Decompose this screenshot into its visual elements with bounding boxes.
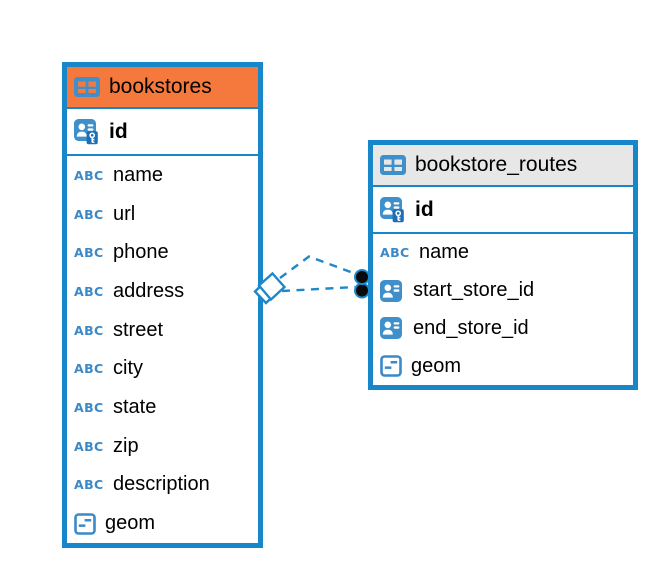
column-row-id[interactable]: id — [373, 187, 633, 232]
dot-marker-top[interactable] — [354, 269, 370, 285]
column-label: url — [113, 202, 136, 225]
table-title: bookstore_routes — [415, 153, 578, 176]
primary-key-icon — [74, 118, 100, 145]
relationship-line-2[interactable] — [281, 285, 356, 293]
column-label: id — [109, 119, 128, 143]
column-label: id — [415, 197, 434, 221]
column-row-address[interactable]: ABC address — [67, 272, 258, 311]
column-row-start-store-id[interactable]: start_store_id — [373, 271, 633, 310]
column-label: name — [419, 241, 470, 264]
column-label: phone — [113, 241, 169, 264]
reference-person-icon — [380, 316, 404, 340]
column-row-zip[interactable]: ABC zip — [67, 426, 258, 466]
column-label: city — [113, 357, 143, 380]
column-row-phone[interactable]: ABC phone — [67, 233, 258, 273]
column-label: name — [113, 163, 164, 186]
column-label: description — [113, 473, 210, 496]
relationship-line-1[interactable] — [279, 255, 357, 279]
text-type-icon: ABC — [74, 438, 104, 454]
geometry-icon — [74, 513, 96, 535]
table-icon — [74, 77, 100, 97]
relationship-target-dot-markers[interactable] — [354, 269, 370, 299]
reference-person-icon — [380, 279, 404, 303]
column-label: end_store_id — [413, 316, 529, 339]
pk-divider — [67, 154, 258, 156]
column-row-end-store-id[interactable]: end_store_id — [373, 309, 633, 348]
column-row-url[interactable]: ABC url — [67, 194, 258, 234]
column-label: geom — [411, 354, 462, 377]
header-divider — [373, 185, 633, 187]
column-label: street — [113, 318, 164, 341]
text-type-icon: ABC — [380, 245, 410, 261]
table-bookstores[interactable]: bookstores id ABC name ABC url ABC phone… — [62, 62, 263, 548]
column-label: start_store_id — [413, 279, 535, 302]
text-type-icon: ABC — [74, 361, 104, 377]
text-type-icon: ABC — [74, 283, 104, 299]
text-type-icon: ABC — [74, 245, 104, 261]
column-row-id[interactable]: id — [67, 109, 258, 154]
column-row-geom[interactable]: geom — [373, 347, 633, 385]
table-bookstore-routes[interactable]: bookstore_routes id ABC name start_store… — [368, 140, 638, 390]
column-row-street[interactable]: ABC street — [67, 310, 258, 350]
column-label: address — [113, 279, 185, 302]
column-row-name[interactable]: ABC name — [67, 156, 258, 195]
column-row-description[interactable]: ABC description — [67, 465, 258, 505]
text-type-icon: ABC — [74, 322, 104, 338]
table-bookstores-header[interactable]: bookstores — [67, 67, 258, 107]
column-row-city[interactable]: ABC city — [67, 349, 258, 389]
pk-divider — [373, 232, 633, 234]
column-label: geom — [105, 512, 156, 535]
relationship-lines[interactable] — [279, 255, 357, 293]
dot-marker-bottom[interactable] — [354, 282, 370, 299]
geometry-icon — [380, 355, 402, 377]
column-row-name[interactable]: ABC name — [373, 234, 633, 272]
text-type-icon: ABC — [74, 206, 104, 222]
column-row-geom[interactable]: geom — [67, 504, 258, 544]
table-bookstore-routes-header[interactable]: bookstore_routes — [373, 145, 633, 185]
text-type-icon: ABC — [74, 167, 104, 183]
column-label: state — [113, 396, 157, 419]
column-row-state[interactable]: ABC state — [67, 388, 258, 427]
column-label: zip — [113, 434, 139, 457]
table-icon — [380, 155, 406, 175]
primary-key-icon — [380, 196, 406, 223]
text-type-icon: ABC — [74, 477, 104, 493]
table-title: bookstores — [109, 75, 212, 98]
header-divider — [67, 107, 258, 109]
text-type-icon: ABC — [74, 400, 104, 416]
